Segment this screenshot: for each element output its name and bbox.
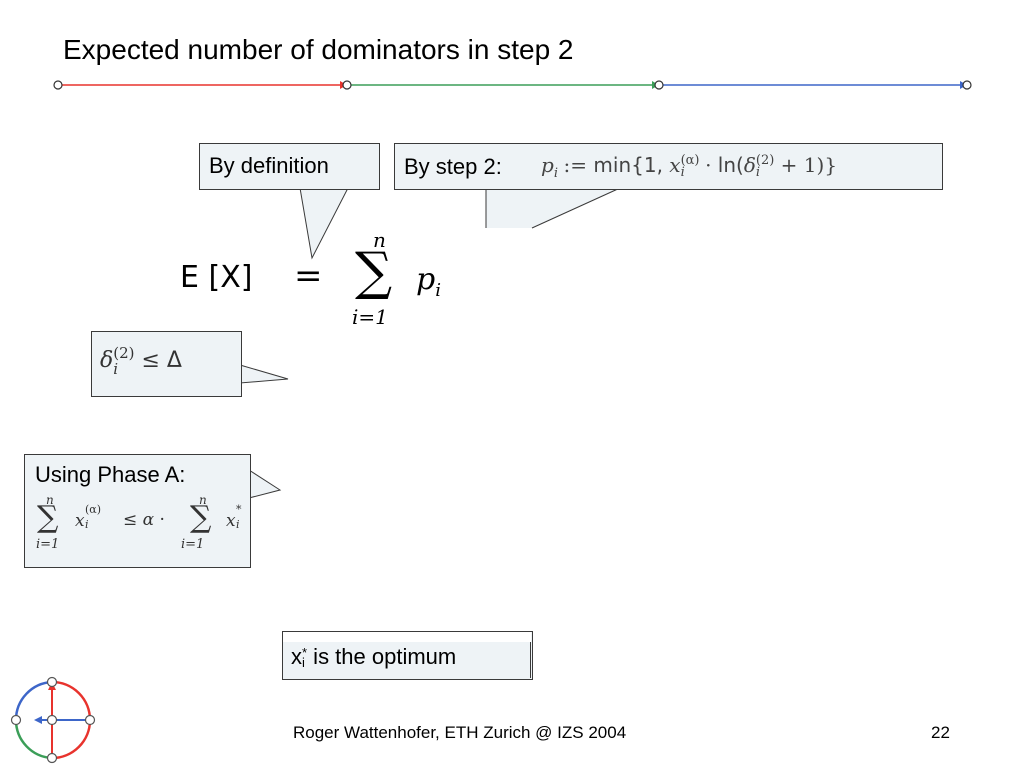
node-circle [53, 80, 63, 90]
optimum-text: x*i is the optimum [291, 644, 457, 671]
summand-p: pi [416, 262, 441, 301]
by-step2-pointer-fill [486, 188, 620, 228]
phase-a-inequality: n ∑ i=1 x (α) i ≤ α · n ∑ i=1 x * i [36, 493, 242, 552]
using-phase-a-label: Using Phase A: [35, 462, 186, 487]
footer-credit: Roger Wattenhofer, ETH Zurich @ IZS 2004 [293, 723, 627, 742]
delta-bound-callout: δ(2)i ≤ Δ [91, 331, 242, 397]
expectation-lhs: E [X] [180, 260, 253, 295]
node-circle [342, 80, 352, 90]
node-circle [962, 80, 972, 90]
by-step2-callout: By step 2: pi := min{1, x(α)i · ln(δ(2)i… [394, 143, 943, 190]
network-graph-icon [10, 676, 96, 764]
sum-upper-limit: n [373, 228, 386, 252]
by-definition-callout: By definition [199, 143, 380, 190]
pi-definition-formula: pi := min{1, x(α)i · ln(δ(2)i + 1)} [541, 152, 838, 181]
sum-sign: ∑ [355, 242, 393, 302]
by-step2-label: By step 2: [404, 154, 502, 179]
node-circle [654, 80, 664, 90]
phase-a-callout: Using Phase A: n ∑ i=1 x (α) i ≤ α · n ∑… [24, 454, 251, 568]
page-number: 22 [931, 723, 950, 742]
equals-sign: = [294, 256, 323, 296]
delta-bound-formula: δ(2)i ≤ Δ [100, 344, 182, 379]
sum-lower-limit: i=1 [352, 305, 388, 329]
slide-title: Expected number of dominators in step 2 [63, 34, 574, 65]
by-definition-label: By definition [209, 153, 329, 178]
